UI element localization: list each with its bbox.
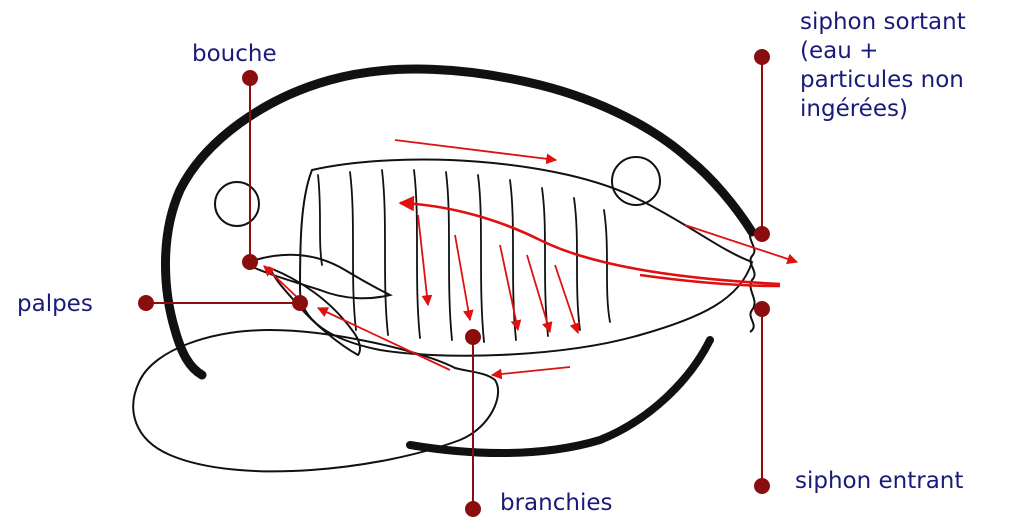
left-adductor-muscle [215,182,259,226]
gill-filament [350,172,356,330]
pointer-dot-branchies-end [466,502,480,516]
label-siphon-sortant-line: ingérées) [800,95,966,124]
pointer-dot-branchies [466,330,480,344]
pointer-dot-palpes-end [293,296,307,310]
label-siphon-sortant-line: siphon sortant [800,8,966,37]
gill-filaments [318,170,610,342]
flow-arrow [500,245,518,330]
body [133,157,754,471]
label-branchies: branchies [500,489,612,518]
shell-outline-lower [410,340,710,453]
flow-arrow [455,235,470,320]
label-siphon-sortant-line: (eau + [800,37,966,66]
gill-filament [478,175,484,342]
flow-arrow [492,367,570,375]
pointer-dot-palpes [139,296,153,310]
flow-arrow [418,215,428,305]
gill-filament [318,175,322,265]
pointer-dot-bouche-end [243,255,257,269]
flow-arrow [318,308,450,370]
pointer-dot-siphon-entrant [755,302,769,316]
pointer-dot-siphon-sortant [755,50,769,64]
flow-arrow [640,275,780,286]
pointers [139,50,769,516]
label-bouche: bouche [192,40,277,69]
gill-filament [574,198,580,330]
flow-arrow [527,255,550,332]
label-palpes: palpes [17,290,93,319]
gill-filament [446,172,452,340]
pointer-dot-bouche [243,71,257,85]
flow-arrow [395,140,556,160]
gill-filament [604,210,610,322]
pointer-dot-siphon-sortant-end [755,227,769,241]
label-siphon-sortant: siphon sortant (eau + particules non ing… [800,8,966,124]
visceral-mass [300,160,752,356]
label-siphon-entrant: siphon entrant [795,467,963,496]
gill-filament [414,170,420,338]
label-siphon-sortant-line: particules non [800,66,966,95]
pointer-dot-siphon-entrant-end [755,479,769,493]
shell-outline [165,69,752,375]
flow-arrow [555,265,578,333]
palp-2 [270,268,360,355]
gill-filament [382,170,388,335]
